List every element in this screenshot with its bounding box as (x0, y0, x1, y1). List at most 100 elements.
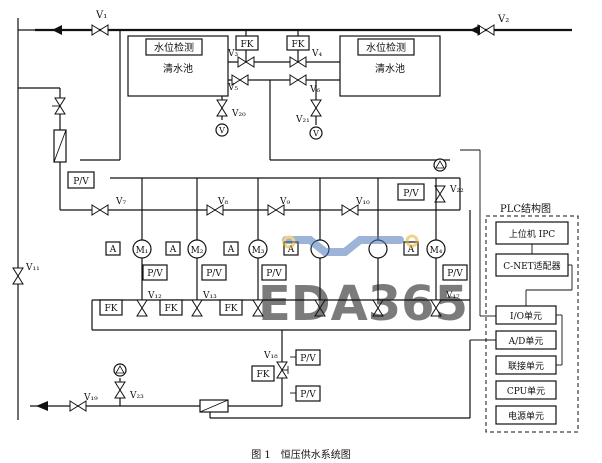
plc-cpu (495, 380, 557, 400)
svg-text:V₃: V₃ (227, 49, 238, 59)
svg-text:C-NET适配器: C-NET适配器 (503, 261, 560, 272)
svg-text:V₂₃: V₂₃ (129, 391, 144, 401)
svg-text:P/V: P/V (403, 189, 419, 199)
arrow-left-icon (470, 25, 480, 35)
svg-text:电源单元: 电源单元 (508, 410, 544, 422)
pump-m1[interactable]: M₁ (132, 239, 152, 259)
svg-text:联接单元: 联接单元 (508, 360, 544, 372)
svg-text:FK: FK (165, 304, 178, 314)
arrow-left-icon (52, 25, 62, 35)
ammeter-2: A (165, 241, 181, 256)
svg-text:P/V: P/V (73, 177, 89, 187)
signal-lines (460, 149, 496, 341)
svg-text:V: V (312, 129, 319, 138)
valve-v22[interactable]: V₂₂ (434, 185, 464, 203)
svg-text:V₁₃: V₁₃ (202, 291, 217, 301)
fk-lower-3: FK (219, 299, 243, 316)
pump-m2[interactable]: M₂ (187, 239, 207, 259)
valve-v13[interactable]: V₁₃ (191, 291, 217, 317)
valve-v12[interactable]: V₁₂ (136, 291, 162, 317)
valve-v3[interactable]: V₃ (227, 49, 255, 68)
svg-text:V₁₂: V₁₂ (147, 291, 162, 301)
svg-text:V₉: V₉ (279, 197, 290, 207)
valve-v19[interactable]: V₁₉ (69, 393, 98, 412)
tank-left: 水位检测 清水池 (127, 35, 229, 97)
svg-text:P/V: P/V (266, 269, 282, 279)
svg-text:I/O单元: I/O单元 (510, 310, 542, 322)
ammeter-1: A (105, 241, 121, 256)
gauge-v20: V (215, 123, 229, 137)
heat-exchanger (199, 399, 229, 413)
svg-text:V₁: V₁ (95, 10, 107, 21)
watermark-text: EDA365 (258, 276, 468, 332)
valve-v21[interactable]: V₂₁ (295, 99, 322, 125)
fk-lower-1: FK (99, 299, 123, 316)
svg-text:上位机 IPC: 上位机 IPC (509, 228, 555, 240)
svg-text:V₆: V₆ (309, 85, 320, 95)
pump-m4[interactable]: M₄ (426, 239, 446, 259)
tank-right-sensor: 水位检测 (366, 41, 406, 54)
valve-v7[interactable]: V₇ (91, 197, 126, 216)
valve-v6[interactable]: V₆ (289, 74, 320, 95)
plc-structure: PLC结构图 上位机 IPC C-NET适配器 I/O单元 A/D单元 联接单元… (485, 202, 579, 433)
svg-text:V₁₈: V₁₈ (263, 351, 278, 361)
fk-box-v3: FK (235, 35, 259, 51)
valve-v9[interactable]: V₉ (267, 197, 290, 216)
svg-text:M₁: M₁ (136, 246, 149, 256)
svg-text:A: A (287, 245, 295, 255)
svg-text:V₄: V₄ (311, 49, 322, 59)
svg-text:V₁₉: V₁₉ (83, 393, 98, 403)
fk-box-v4: FK (286, 35, 310, 51)
valve-v17[interactable]: V₁₇ (430, 291, 460, 317)
svg-text:V₁₇: V₁₇ (445, 291, 460, 301)
svg-text:FK: FK (257, 370, 270, 380)
valve-v23[interactable]: V₂₃ (114, 381, 144, 401)
valve-v2[interactable]: V₂ (477, 14, 509, 36)
valve-bypass[interactable] (52, 97, 66, 115)
plc-title: PLC结构图 (500, 202, 551, 215)
svg-text:V₈: V₈ (217, 197, 228, 207)
svg-text:V₅: V₅ (227, 83, 238, 93)
svg-text:A: A (227, 245, 235, 255)
distribution-header (60, 177, 461, 211)
ammeter-3: A (223, 241, 239, 256)
pv-bottom-1: P/V (295, 349, 321, 366)
svg-text:V₁₀: V₁₀ (355, 197, 370, 207)
pv-pump-3: P/V (261, 264, 287, 281)
svg-text:P/V: P/V (147, 269, 163, 279)
lower-header (91, 210, 471, 331)
svg-text:P/V: P/V (447, 269, 463, 279)
valve-v4[interactable]: V₄ (289, 49, 322, 68)
svg-text:FK: FK (105, 304, 118, 314)
valve-v1[interactable]: V₁ (91, 10, 109, 36)
valve-v18[interactable]: V₁₈ (263, 351, 289, 379)
valve-v20[interactable]: V₂₀ (216, 99, 246, 119)
svg-text:M₂: M₂ (191, 246, 204, 256)
svg-text:P/V: P/V (300, 390, 316, 400)
svg-text:FK: FK (225, 304, 238, 314)
fk-lower-2: FK (159, 299, 183, 316)
gauge-v23 (113, 363, 127, 377)
svg-text:P/V: P/V (300, 354, 316, 364)
svg-text:A/D单元: A/D单元 (508, 335, 544, 347)
valve-v5[interactable]: V₅ (227, 74, 249, 93)
valve-v10[interactable]: V₁₀ (341, 197, 370, 216)
valve-v8[interactable]: V₈ (206, 197, 228, 216)
svg-text:V₂: V₂ (497, 14, 509, 25)
svg-text:V: V (218, 126, 225, 135)
tank-right: 水位检测 清水池 (339, 35, 441, 97)
svg-text:M₄: M₄ (430, 246, 443, 256)
valve-v11[interactable]: V₁₁ (12, 263, 40, 285)
svg-text:CPU单元: CPU单元 (507, 385, 545, 397)
pump-branches (141, 178, 437, 300)
svg-text:V₇: V₇ (115, 197, 126, 207)
pv-pump-1: P/V (142, 264, 168, 281)
svg-text:A: A (169, 245, 177, 255)
pump-m3[interactable]: M₃ (248, 239, 268, 259)
svg-text:M₃: M₃ (252, 246, 265, 256)
svg-text:V₂₀: V₂₀ (231, 109, 246, 119)
watermark: EDA365 (258, 234, 468, 332)
fk-bottom: FK (251, 365, 275, 382)
tank-right-name: 清水池 (375, 62, 405, 75)
svg-text:A: A (109, 245, 117, 255)
